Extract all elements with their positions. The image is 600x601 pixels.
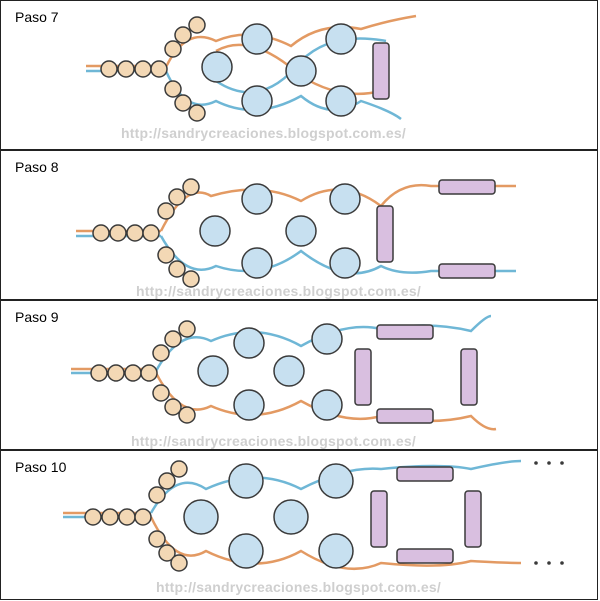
step-title: Paso 7: [15, 9, 59, 25]
beading-diagram: [76, 178, 516, 288]
step-title: Paso 9: [15, 309, 59, 325]
watermark-url: http://sandrycreaciones.blogspot.com.es/: [131, 433, 416, 449]
step-title: Paso 10: [15, 459, 67, 475]
step-panel-8: Paso 8 http://sandrycreaciones.blogspot.…: [0, 150, 598, 300]
step-panel-10: Paso 10 http://sandrycreaciones.blogspot…: [0, 450, 598, 600]
beading-diagram: [63, 459, 564, 572]
beading-diagram: [71, 314, 497, 431]
step-panel-9: Paso 9 http://sandrycreaciones.blogspot.…: [0, 300, 598, 450]
beading-diagram: [86, 14, 417, 122]
watermark-url: http://sandrycreaciones.blogspot.com.es/: [121, 125, 406, 141]
step-title: Paso 8: [15, 159, 59, 175]
watermark-url: http://sandrycreaciones.blogspot.com.es/: [136, 283, 421, 299]
watermark-url: http://sandrycreaciones.blogspot.com.es/: [156, 579, 441, 595]
step-panel-7: Paso 7 http://sandrycreaciones.blogspot.…: [0, 0, 598, 150]
